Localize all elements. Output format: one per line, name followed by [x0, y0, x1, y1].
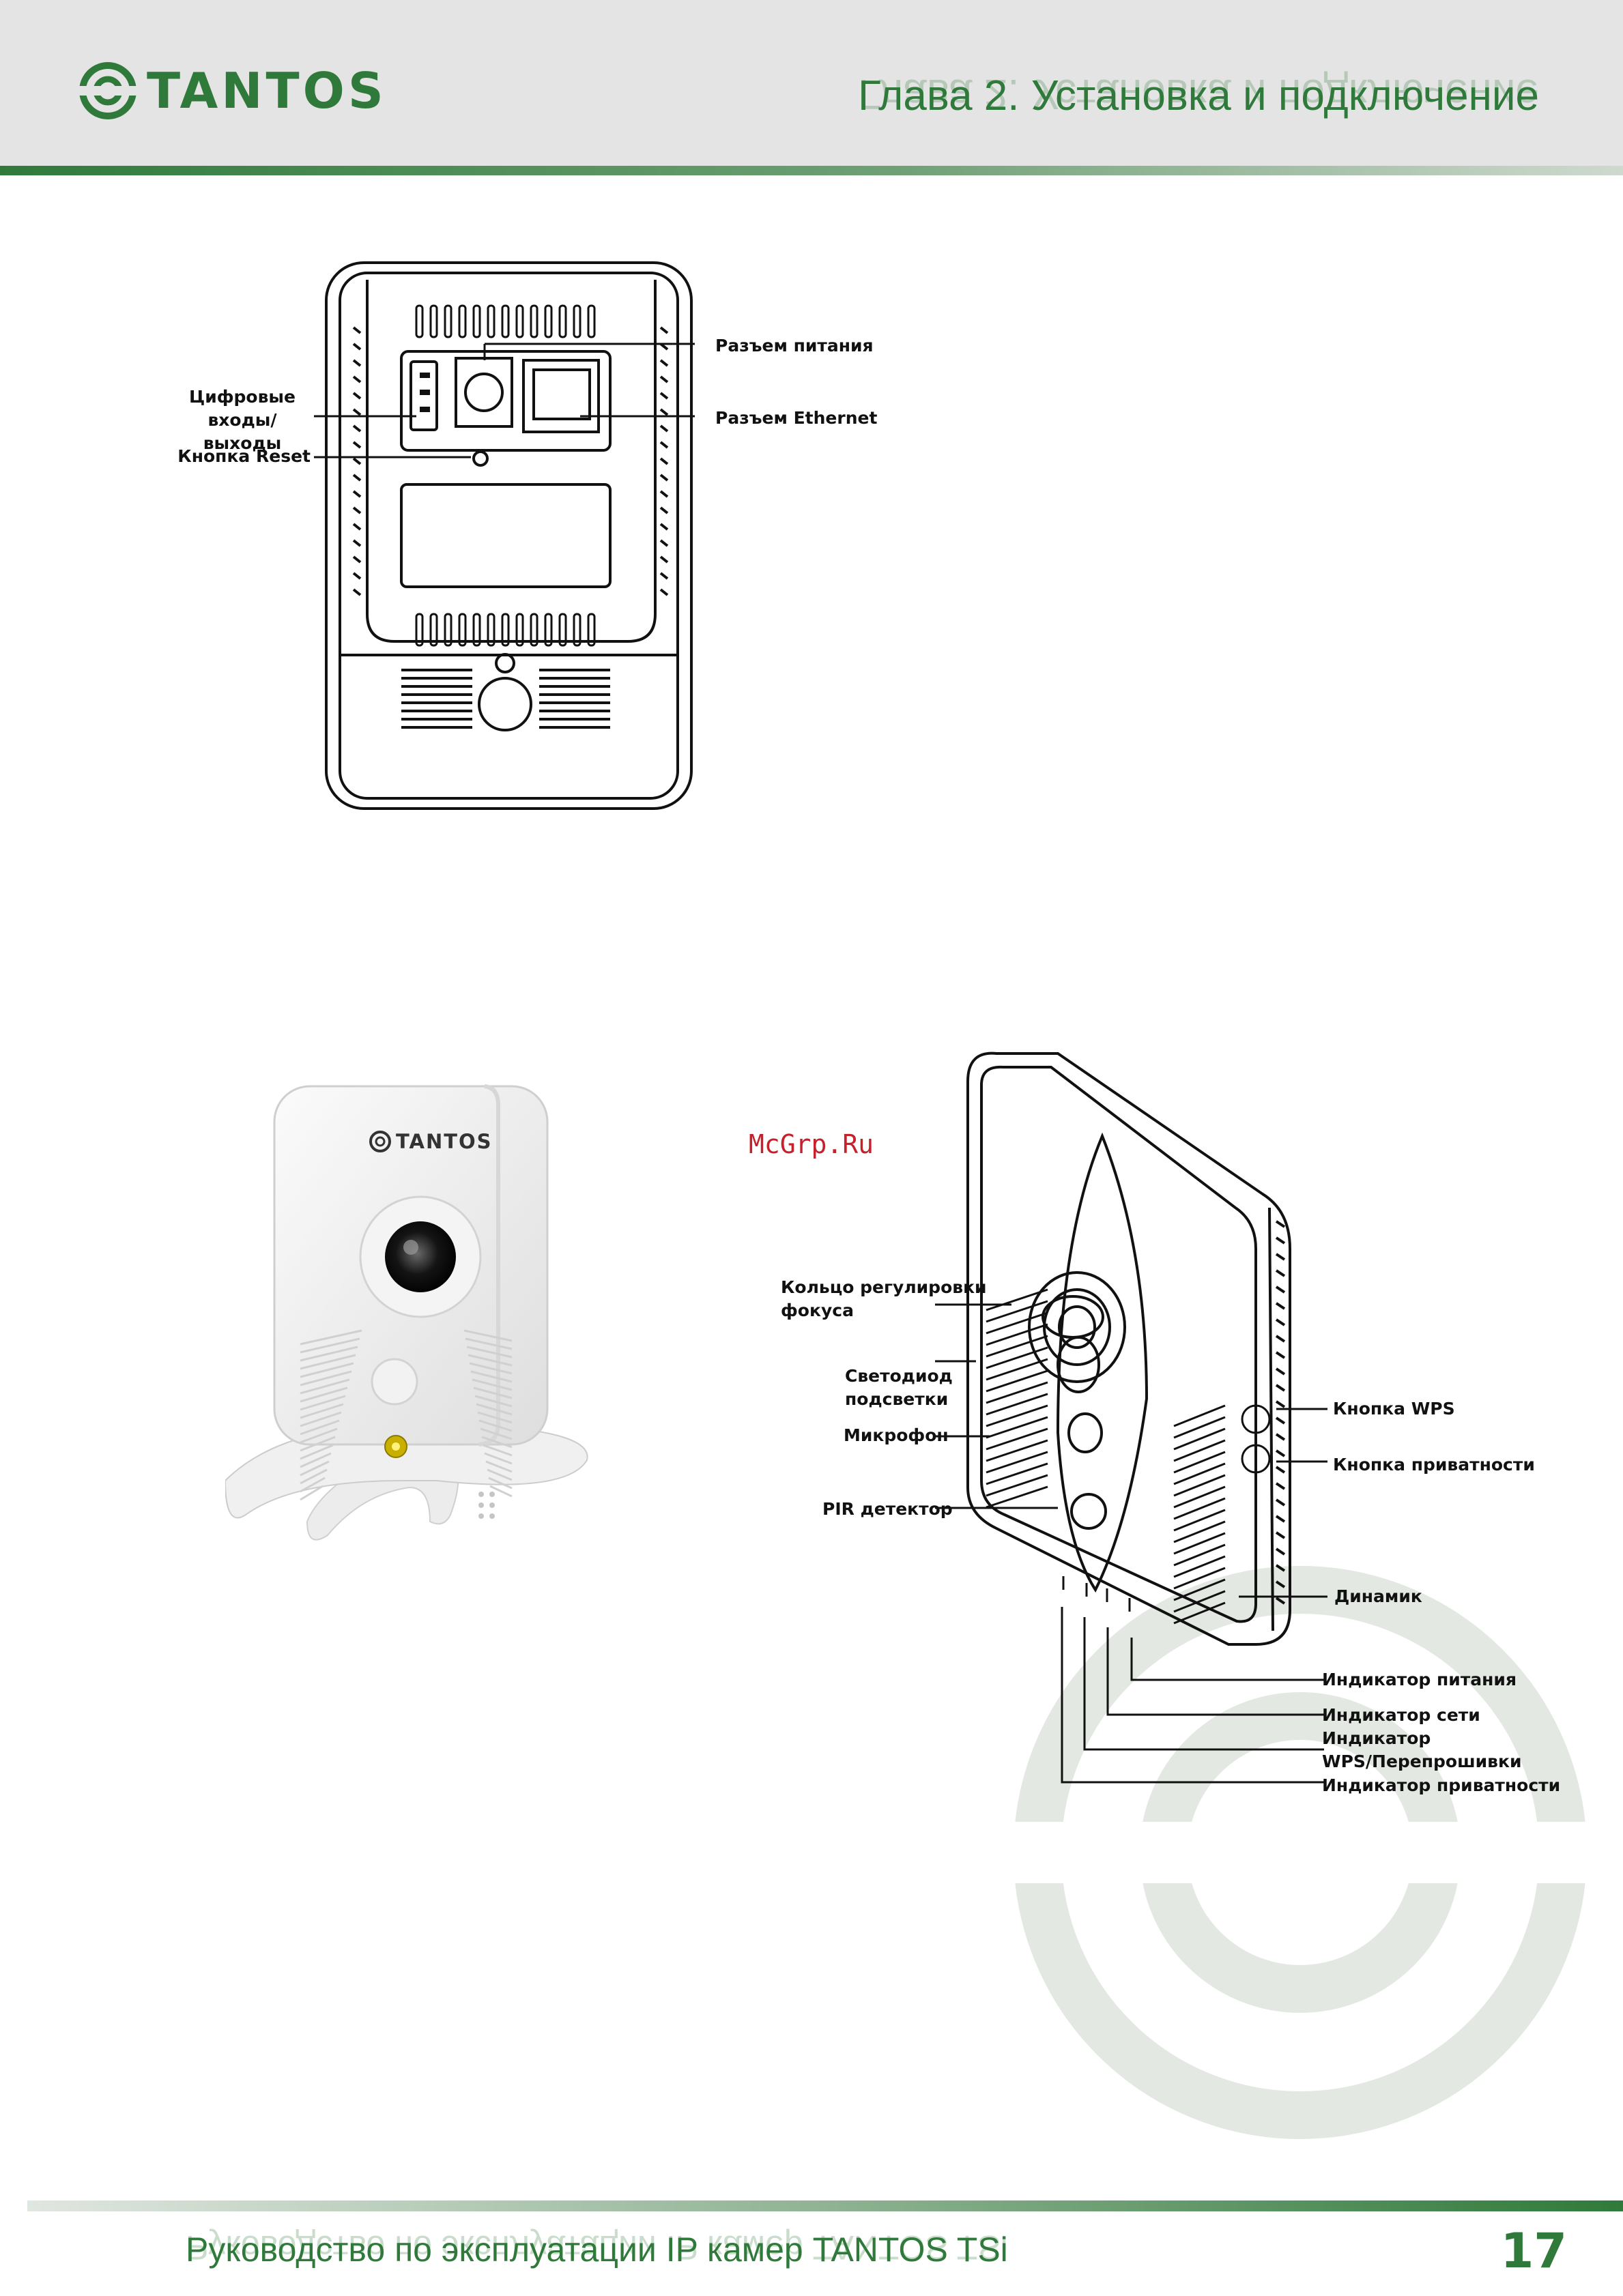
camera-photo [225, 1084, 588, 1541]
brand-name: TANTOS [147, 62, 387, 119]
site-watermark-text: McGrp.Ru [749, 1129, 874, 1159]
footer-divider [27, 2200, 1623, 2211]
brand-logo: TANTOS [78, 61, 387, 120]
pir-detector-label: PIR детектор [822, 1499, 953, 1519]
focus-ring-label: Кольцо регулировки фокуса [781, 1277, 987, 1320]
ethernet-connector-label: Разъем Ethernet [715, 408, 878, 428]
network-indicator-label: Индикатор сети [1322, 1705, 1480, 1725]
footer-title: Руководство по эксплуатации IP камер TAN… [186, 2230, 1008, 2269]
tantos-logo-icon [78, 62, 137, 119]
rear-callout-lines [314, 343, 695, 459]
background-logo-watermark [1003, 1566, 1597, 2139]
front-view-drawing [966, 1051, 1291, 1646]
photo-brand-name: TANTOS [396, 1130, 493, 1153]
page-header [0, 0, 1623, 167]
chapter-title-reflection: Глава 2. Установка и подключение [858, 70, 1539, 117]
privacy-indicator-label: Индикатор приватности [1322, 1775, 1561, 1795]
header-divider [0, 166, 1623, 175]
rear-view-drawing [325, 261, 693, 810]
footer-title-reflection: Руководство по эксплуатации IP камер TAN… [186, 2228, 1008, 2267]
ir-led-label: Светодиод подсветки [845, 1366, 953, 1409]
front-callout-lines [935, 1303, 1327, 1784]
speaker-label: Динамик [1334, 1586, 1422, 1606]
photo-brand-logo: TANTOS [369, 1130, 493, 1153]
wps-button-label: Кнопка WPS [1333, 1399, 1455, 1419]
digital-io-label: Цифровые входы/ выходы [189, 387, 296, 453]
reset-button-label: Кнопка Reset [177, 446, 311, 466]
microphone-label: Микрофон [844, 1425, 949, 1445]
power-indicator-label: Индикатор питания [1322, 1670, 1517, 1689]
chapter-title: Глава 2. Установка и подключение [858, 72, 1539, 119]
power-connector-label: Разъем питания [715, 336, 874, 355]
privacy-button-label: Кнопка приватности [1333, 1455, 1535, 1474]
wps-indicator-label: Индикатор WPS/Перепрошивки [1322, 1728, 1522, 1771]
tantos-logo-small-icon [369, 1131, 391, 1152]
page-number: 17 [1500, 2223, 1567, 2279]
